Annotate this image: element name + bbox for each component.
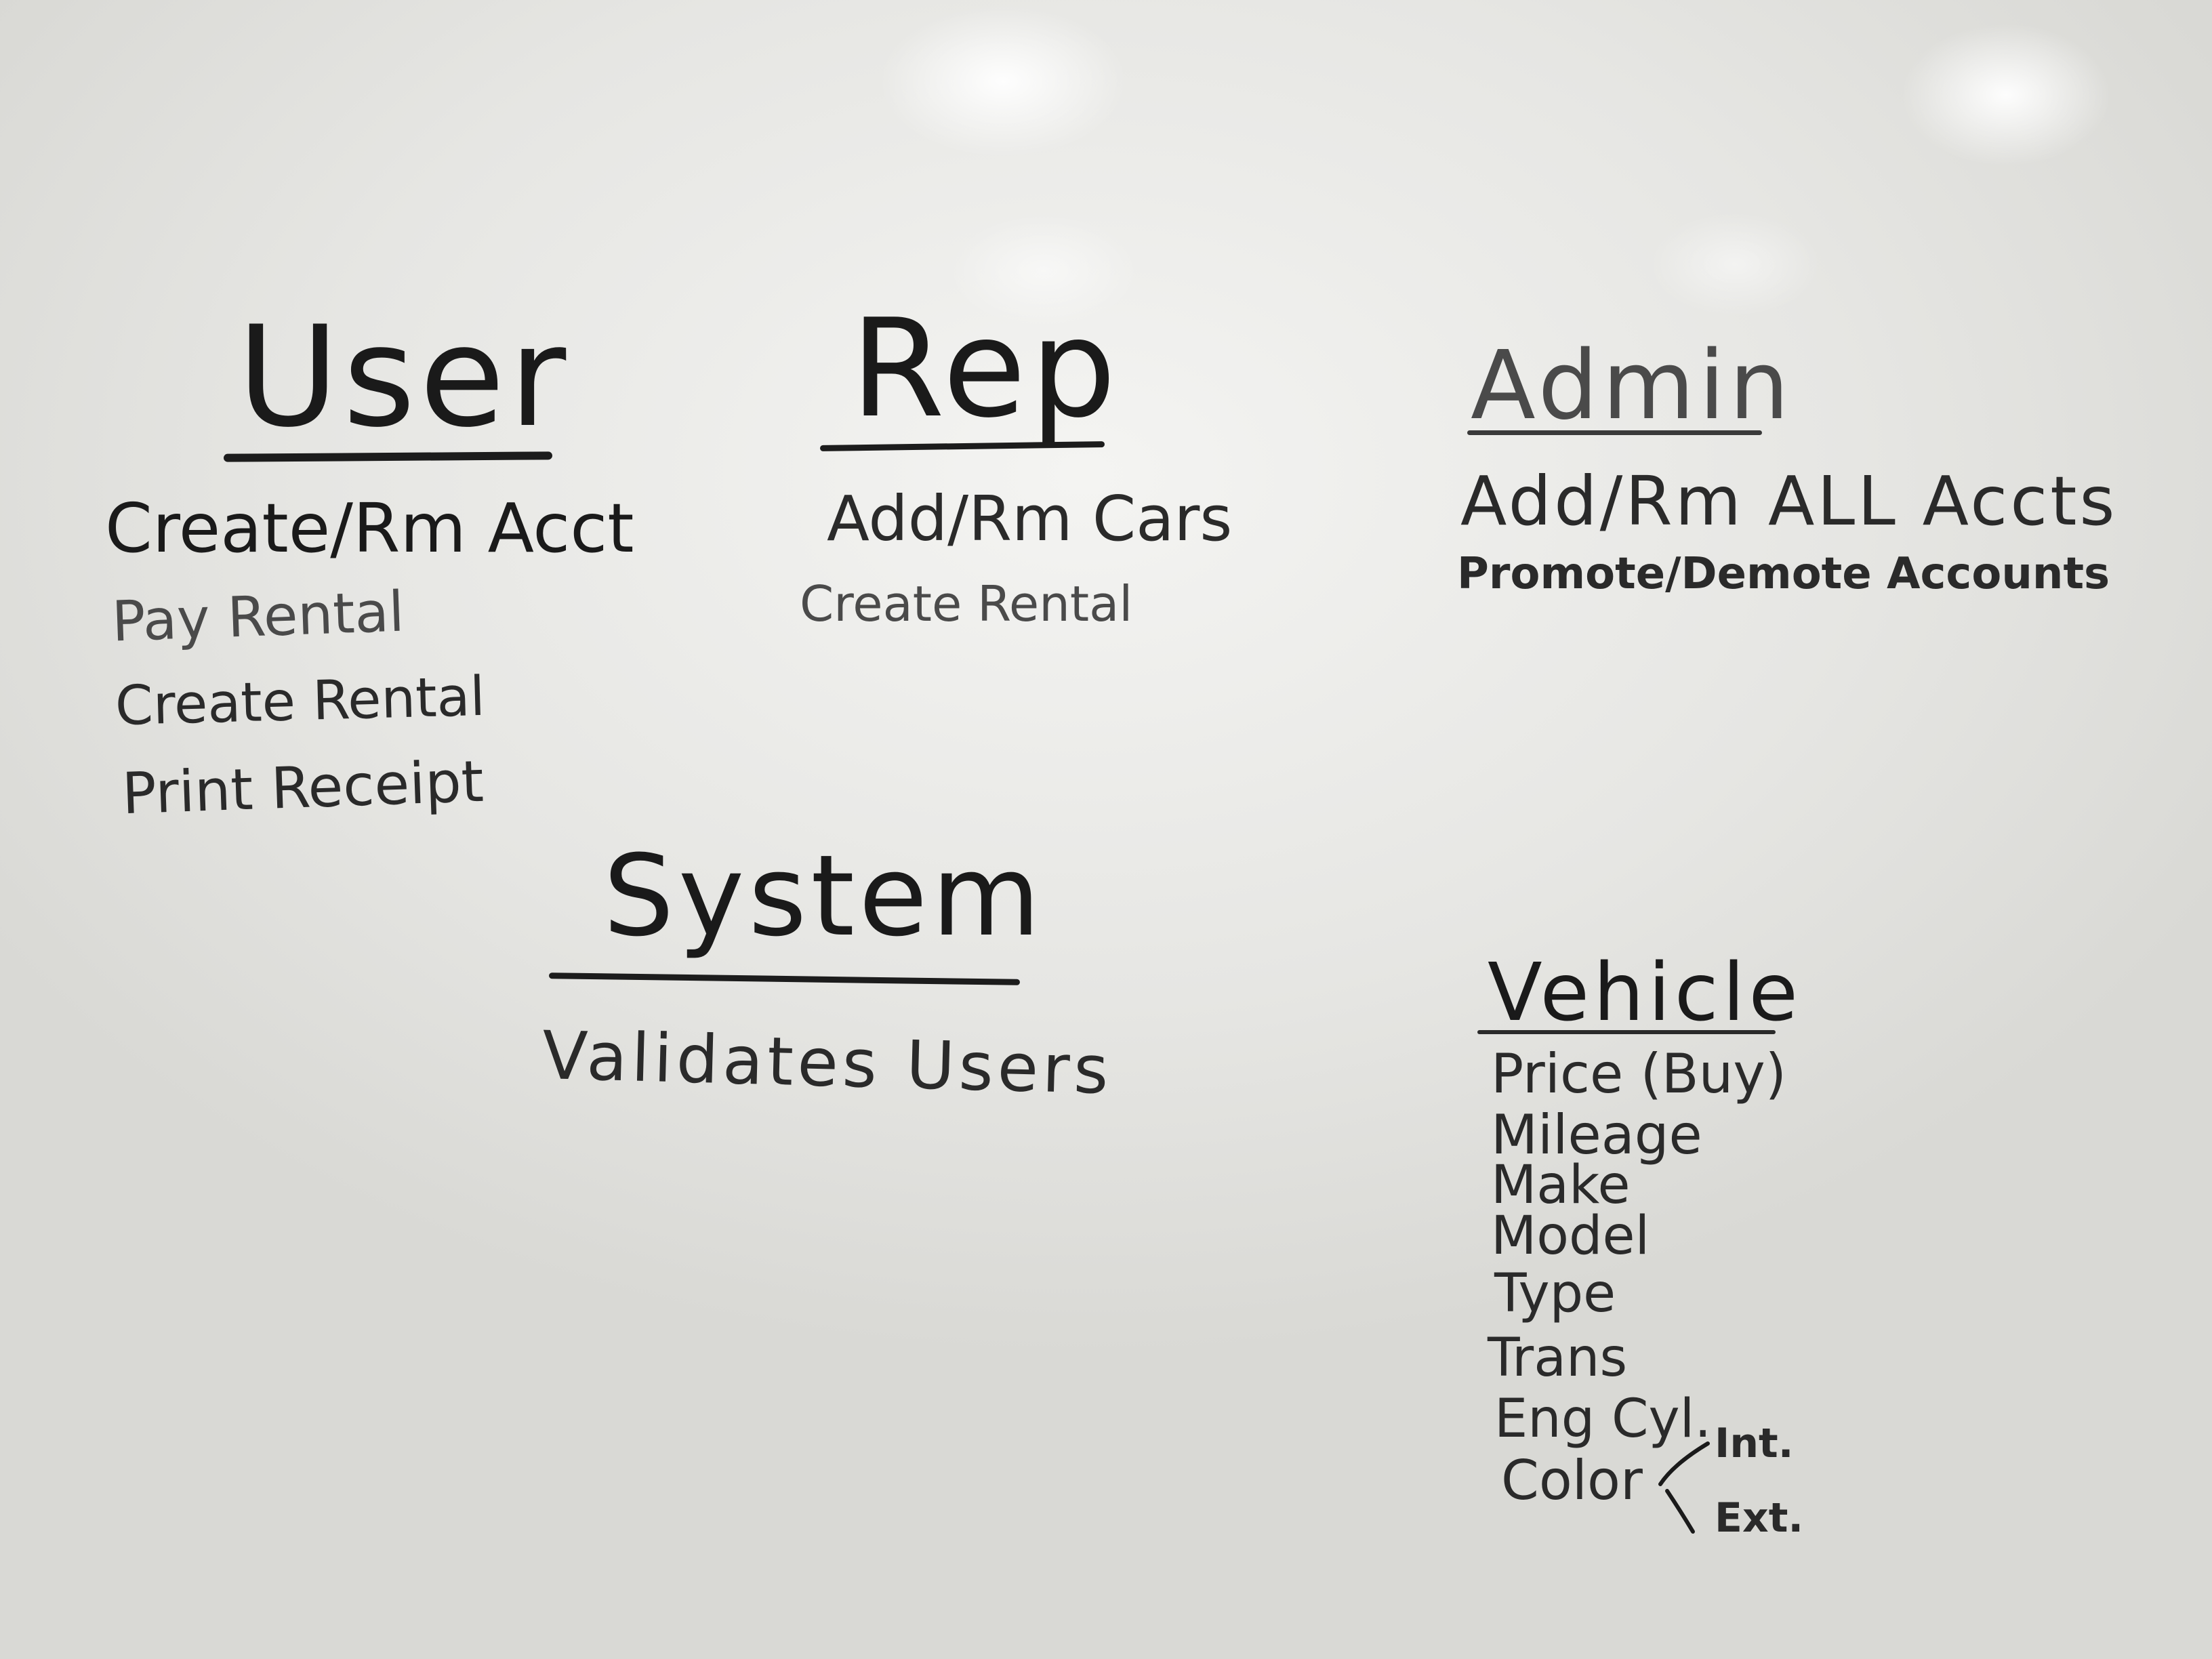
vehicle-item-make: Make bbox=[1491, 1155, 1631, 1216]
vehicle-item-type: Type bbox=[1494, 1263, 1616, 1324]
rep-heading: Rep bbox=[851, 290, 1120, 448]
vehicle-item-model: Model bbox=[1491, 1206, 1650, 1267]
admin-heading: Admin bbox=[1471, 331, 1794, 441]
vehicle-color-option-ext: Ext. bbox=[1715, 1494, 1804, 1542]
color-branch-lines bbox=[1658, 1441, 1710, 1534]
user-item-create-rm-acct: Create/Rm Acct bbox=[105, 489, 634, 568]
admin-item-promote-demote-accounts: Promote/Demote Accounts bbox=[1457, 549, 2110, 599]
system-heading-underline bbox=[548, 972, 1021, 985]
vehicle-item-trans: Trans bbox=[1488, 1328, 1628, 1389]
vehicle-item-mileage: Mileage bbox=[1491, 1103, 1702, 1166]
vehicle-heading-underline bbox=[1477, 1030, 1776, 1034]
admin-item-add-rm-all-accts: Add/Rm ALL Accts bbox=[1460, 462, 2118, 541]
vehicle-item-color: Color bbox=[1501, 1449, 1643, 1512]
user-heading-underline bbox=[223, 451, 553, 462]
user-item-print-receipt: Print Receipt bbox=[121, 747, 485, 827]
rep-item-create-rental: Create Rental bbox=[800, 575, 1133, 632]
vehicle-heading: Vehicle bbox=[1488, 945, 1802, 1039]
user-item-create-rental: Create Rental bbox=[114, 664, 486, 738]
system-item-validates-users: Validates Users bbox=[541, 1017, 1113, 1109]
admin-heading-underline bbox=[1467, 430, 1762, 435]
rep-item-add-rm-cars: Add/Rm Cars bbox=[827, 483, 1233, 555]
vehicle-item-price: Price (Buy) bbox=[1491, 1042, 1786, 1105]
user-item-pay-rental: Pay Rental bbox=[110, 579, 406, 655]
vehicle-item-eng-cyl: Eng Cyl. bbox=[1494, 1389, 1712, 1450]
user-heading: User bbox=[237, 297, 571, 458]
vehicle-color-option-int: Int. bbox=[1715, 1420, 1794, 1467]
system-heading: System bbox=[603, 831, 1045, 961]
